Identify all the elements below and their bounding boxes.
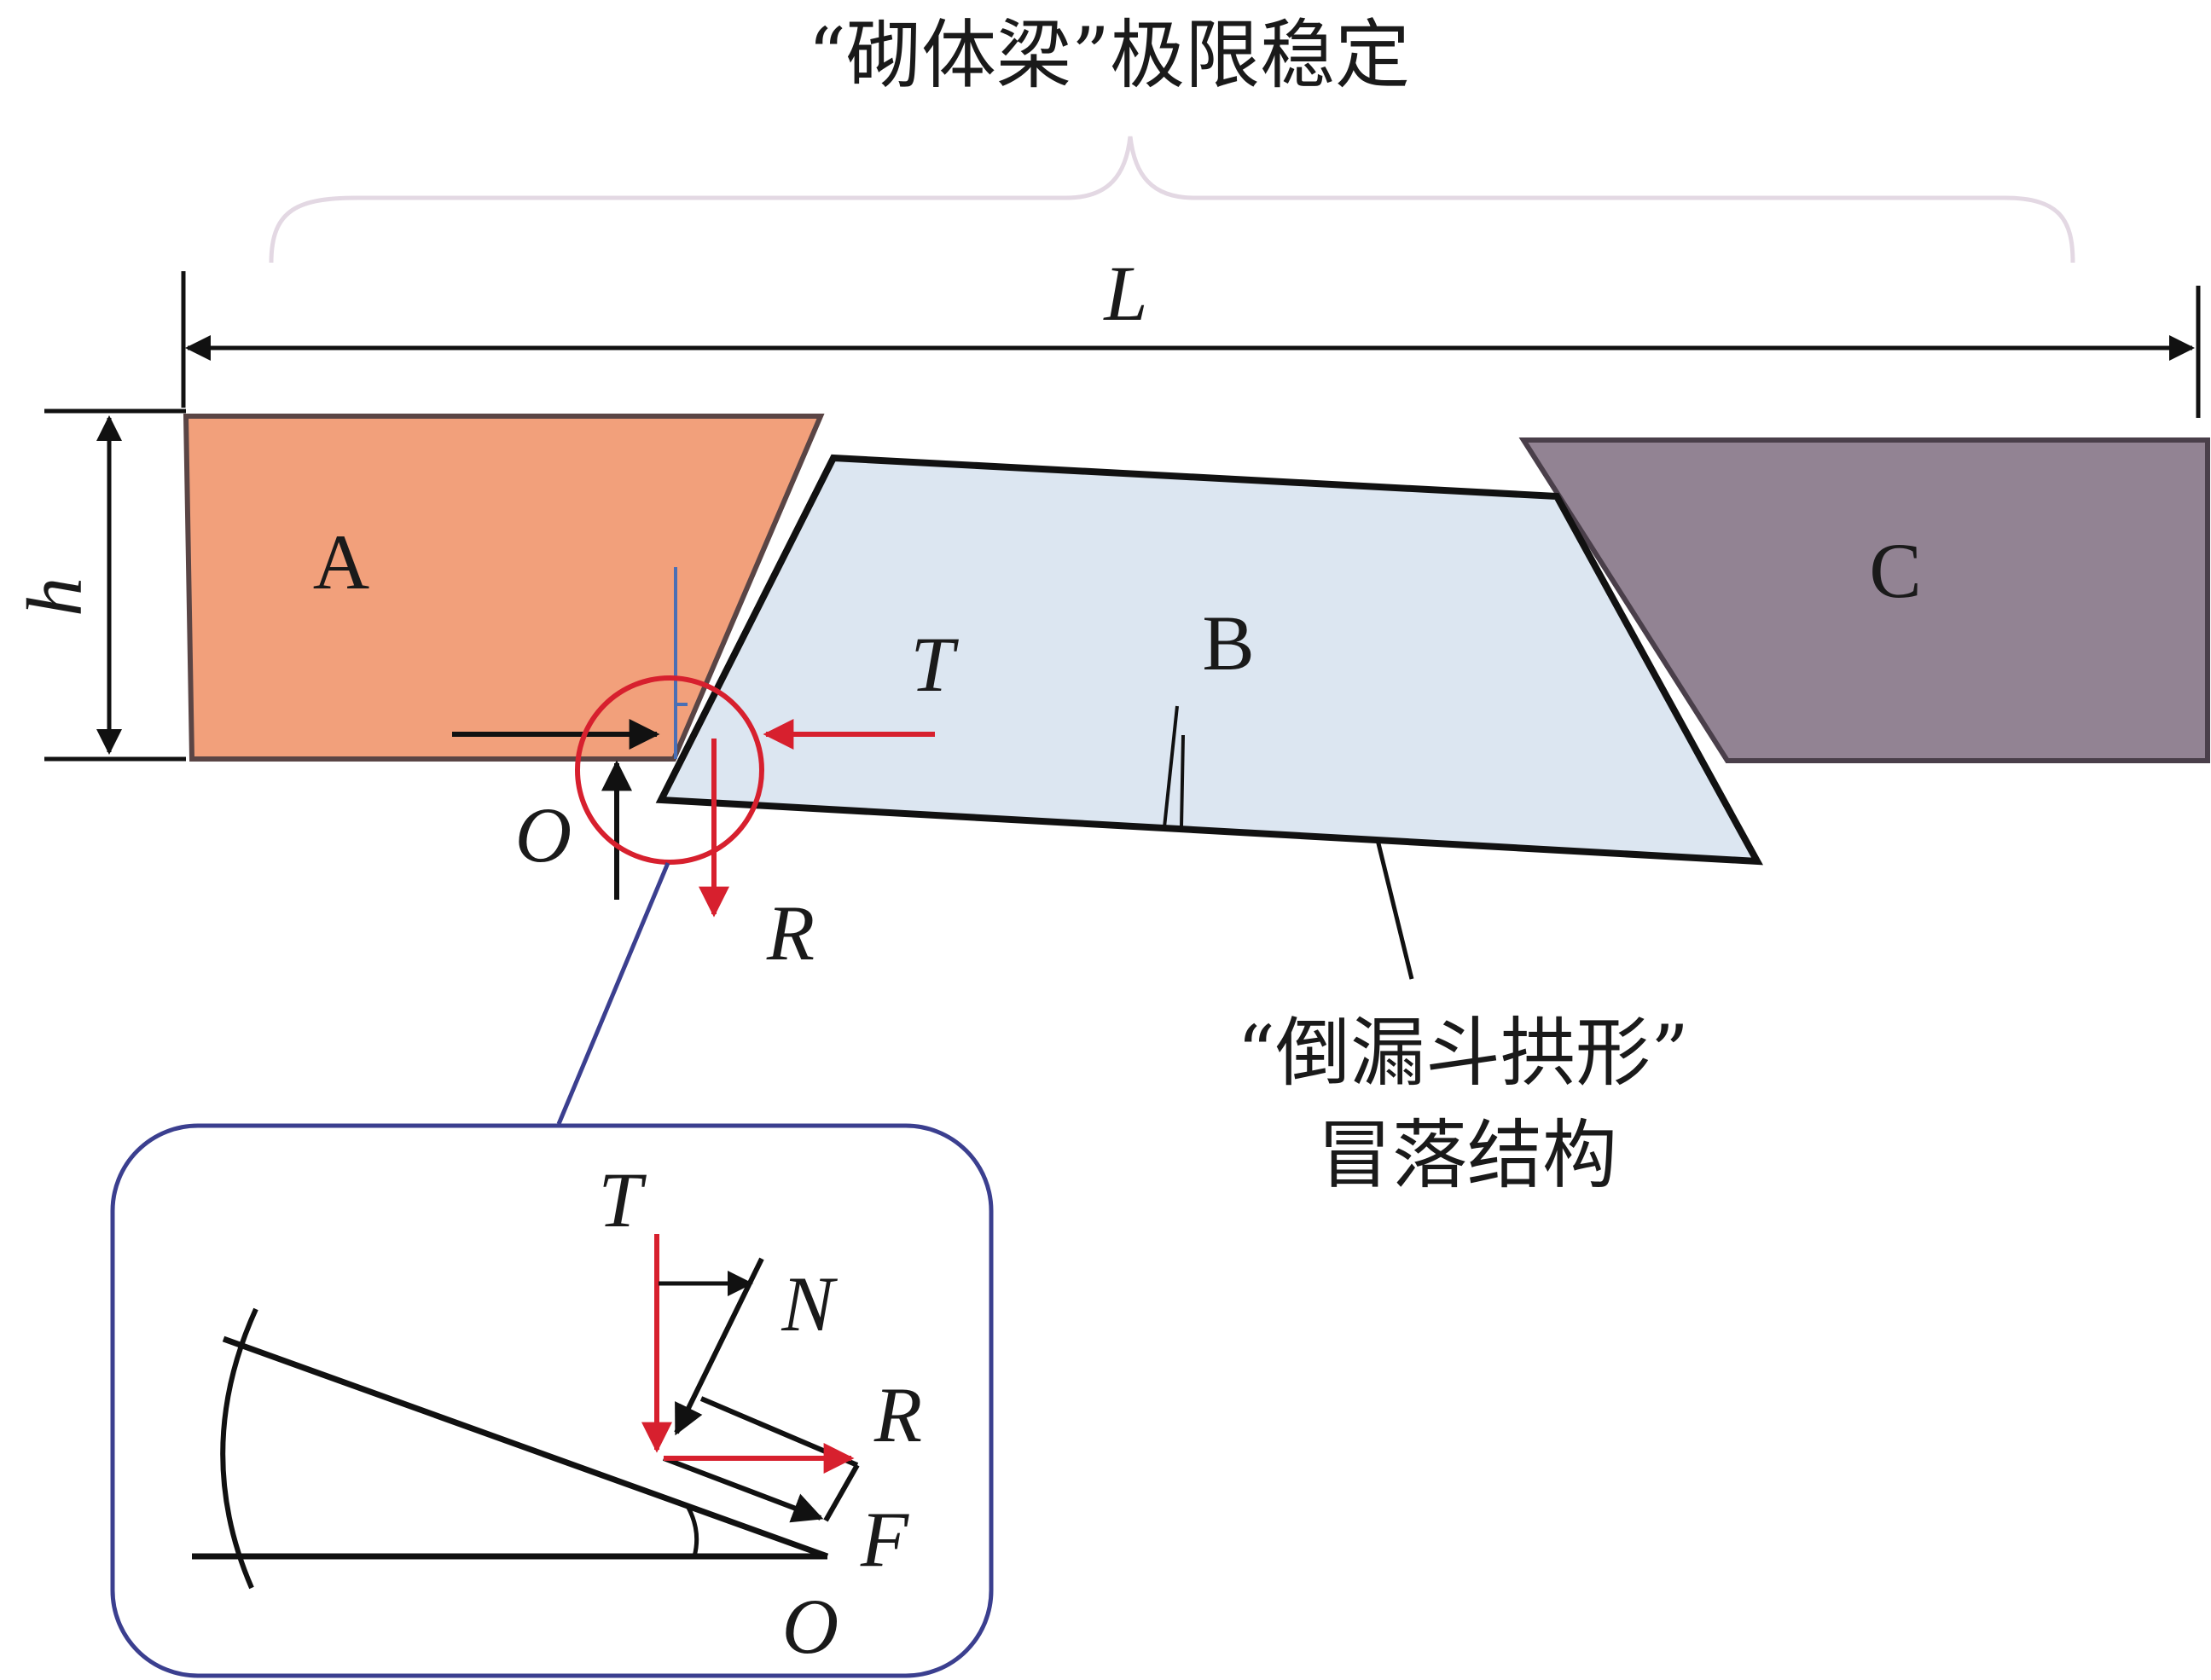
inset-normal-label: N (781, 1260, 838, 1347)
height-label-h: h (11, 577, 98, 617)
height-dimension: h (11, 408, 186, 762)
block-b-crack (1163, 705, 1179, 828)
force-decomposition-inset: T N R F O (110, 1123, 994, 1678)
inset-hinge-label: O (782, 1583, 839, 1670)
thrust-label: T (910, 621, 959, 708)
structure-label-line1: “倒漏斗拱形” (1237, 1009, 1689, 1097)
inset-thrust-label: T (598, 1156, 647, 1243)
hinge-label: O (515, 791, 572, 878)
inset-angle-arc (685, 1504, 699, 1557)
reaction-label: R (766, 889, 815, 976)
inset-parallelogram-right (823, 1463, 860, 1522)
inset-rotation-arc (220, 1307, 258, 1590)
inset-normal-arrow (674, 1257, 764, 1436)
inset-friction-label: F (860, 1496, 909, 1583)
structure-leader-line (1375, 839, 1414, 980)
block-c (1518, 437, 2210, 763)
span-label-l: L (1102, 250, 1147, 337)
title-brace (269, 136, 2075, 264)
hinge-highlight-circle (575, 675, 764, 865)
diagram-title: “砌体梁”极限稳定 (808, 11, 1410, 99)
span-dimension: L (181, 250, 2201, 418)
inset-frame (110, 1123, 994, 1678)
block-a-label: A (313, 518, 369, 605)
block-b (655, 454, 1763, 866)
structure-label-line2: 冒落结构 (1317, 1111, 1617, 1199)
inset-reaction-label: R (873, 1371, 922, 1458)
inset-inclined-line (222, 1335, 829, 1560)
inset-friction-arrow (662, 1456, 824, 1523)
block-b-label: B (1202, 600, 1254, 686)
block-c-label: C (1869, 527, 1921, 614)
callout-connector-line (556, 862, 670, 1125)
block-b-crack (1180, 734, 1185, 828)
